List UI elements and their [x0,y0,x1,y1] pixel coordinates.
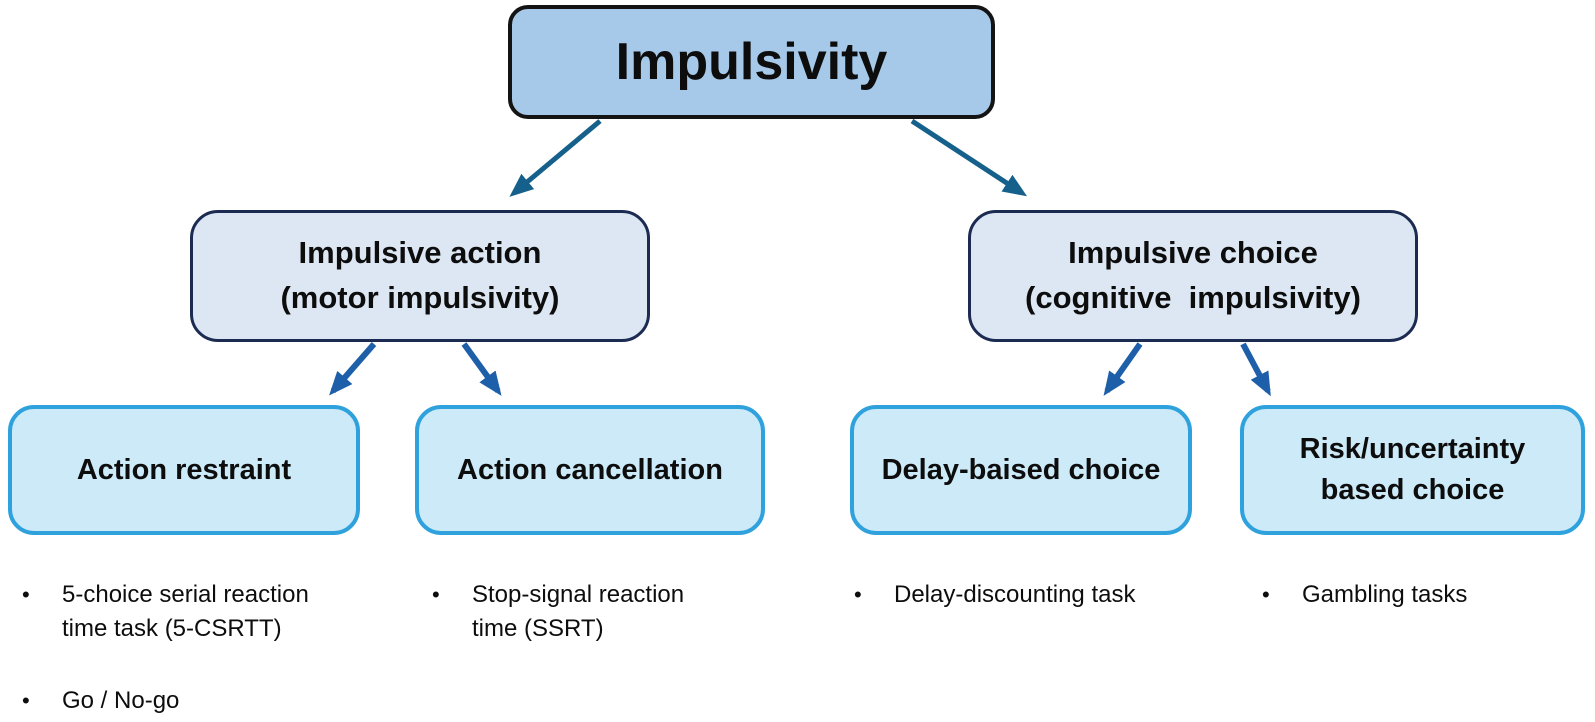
task-list-risk-choice: • Gambling tasks [1258,578,1588,612]
task-text: Gambling tasks [1302,581,1468,608]
task-text: Go / No-go [62,687,180,714]
node-impulsive-action: Impulsive action (motor impulsivity) [190,210,650,342]
task-list-action-cancellation: • Stop-signal reaction time (SSRT) [428,578,773,646]
node-impulsivity: Impulsivity [508,5,995,119]
node-delay-baised-choice-label: Delay-baised choice [881,453,1161,486]
list-item: • Stop-signal reaction time (SSRT) [428,578,773,646]
node-action-cancellation: Action cancellation [415,405,765,535]
list-item: • Go / No-go [18,684,393,718]
task-list-action-restraint: • 5-choice serial reaction time task (5-… [18,578,393,718]
node-delay-baised-choice: Delay-baised choice [850,405,1192,535]
node-impulsive-choice-label: Impulsive choice (cognitive impulsivity) [1025,235,1361,315]
bullet-icon: • [22,688,30,713]
arrow-root-to-choice [910,118,1028,197]
list-item: • Gambling tasks [1258,578,1588,612]
bullet-icon: • [22,582,30,607]
node-risk-uncertainty-choice: Risk/uncertainty based choice [1240,405,1585,535]
node-impulsive-action-label: Impulsive action (motor impulsivity) [280,235,560,315]
arrow-action-to-cancellation [461,342,502,396]
task-text: Delay-discounting task [894,581,1136,608]
node-impulsive-choice: Impulsive choice (cognitive impulsivity) [968,210,1418,342]
arrow-root-to-action [509,119,602,197]
arrow-choice-to-risk [1240,342,1271,397]
bullet-icon: • [432,582,440,607]
node-impulsivity-label: Impulsivity [615,33,888,91]
node-risk-uncertainty-choice-label: Risk/uncertainty based choice [1299,433,1526,506]
node-action-restraint-label: Action restraint [76,453,292,486]
arrow-choice-to-delay [1103,342,1143,396]
node-action-cancellation-label: Action cancellation [457,453,723,486]
bullet-icon: • [1262,582,1270,607]
task-list-delay-choice: • Delay-discounting task [850,578,1220,612]
bullet-icon: • [854,582,862,607]
node-action-restraint: Action restraint [8,405,360,535]
task-text: Stop-signal reaction time (SSRT) [472,581,685,642]
list-item: • 5-choice serial reaction time task (5-… [18,578,393,646]
list-item: • Delay-discounting task [850,578,1220,612]
arrow-action-to-restraint [329,342,377,396]
task-text: 5-choice serial reaction time task (5-CS… [62,581,309,642]
